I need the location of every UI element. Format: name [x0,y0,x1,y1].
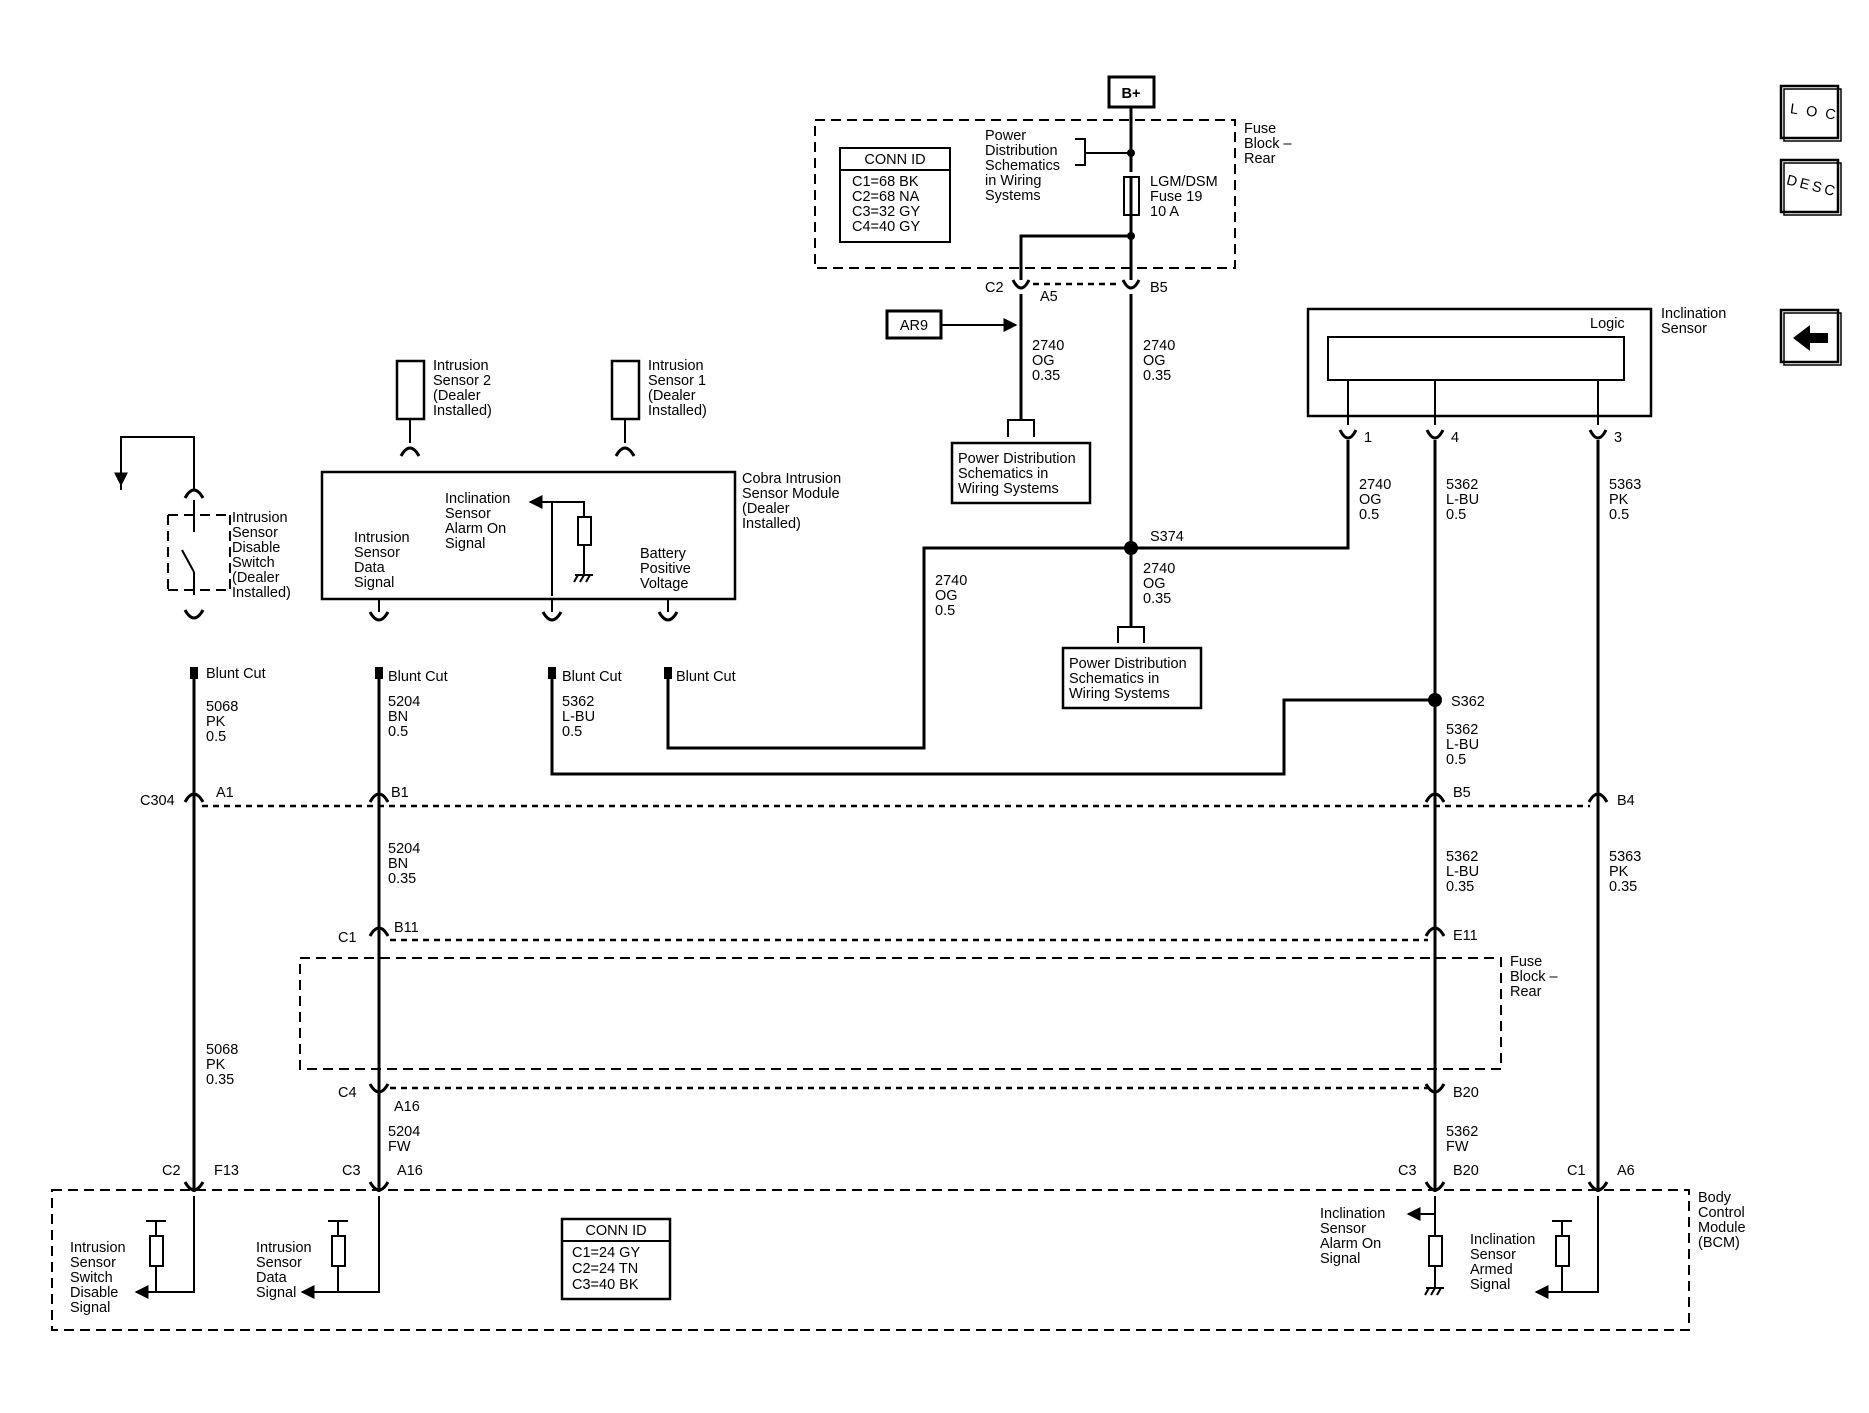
c4-pin-b20: B20 [1453,1085,1479,1101]
conn-id-top-c2: C2=68 NA [852,189,920,205]
bcm-a6-label: A6 [1617,1163,1635,1179]
logic-label: Logic [1590,316,1625,332]
bcm-c1-label: C1 [1567,1163,1586,1179]
loc-button[interactable]: LOC [1779,84,1845,142]
b5-top-label: B5 [1150,280,1168,296]
bcm-box [51,1189,1690,1331]
incl-pin-1: 1 [1364,430,1372,446]
loc-label: LOC [1789,101,1845,124]
conn-id-bcm-c2: C2=24 TN [572,1261,638,1277]
c4-pin-a16: A16 [394,1099,420,1115]
c1-pin-b11: B11 [394,920,419,936]
c304-pin-b1: B1 [391,785,409,801]
s374-label: S374 [1150,529,1184,545]
c1-pin-e11: E11 [1453,928,1478,944]
conn-id-top-c3: C3=32 GY [852,204,920,220]
conn-id-top-title: CONN ID [864,152,925,168]
bcm-c3-a-label: C3 [342,1163,361,1179]
b-plus-label: B+ [1122,86,1141,102]
incl-pin-4: 4 [1451,430,1459,446]
incl-pin-3: 3 [1614,430,1622,446]
bcm-c3-b-label: C3 [1398,1163,1417,1179]
ar9-ref[interactable]: AR9 [900,318,928,334]
conn-id-bcm-c1: C1=24 GY [572,1245,640,1261]
bcm-f13-label: F13 [214,1163,239,1179]
a5-top-label: A5 [1040,289,1058,305]
c304-pin-b4: B4 [1617,793,1635,809]
conn-id-bcm-title: CONN ID [585,1223,646,1239]
c2-top-label: C2 [985,280,1004,296]
s362-label: S362 [1451,694,1485,710]
desc-button[interactable]: DESC [1779,158,1842,216]
conn-id-top-c4: C4=40 GY [852,219,920,235]
blunt-cut-1: Blunt Cut [206,666,266,682]
bcm-b20-label: B20 [1453,1163,1479,1179]
c304-pin-a1: A1 [216,785,234,801]
c4-label: C4 [338,1085,357,1101]
c1-label: C1 [338,930,357,946]
bcm-c2-label: C2 [162,1163,181,1179]
back-button[interactable] [1779,308,1842,366]
bcm-a16-label: A16 [397,1163,423,1179]
c304-label: C304 [140,793,175,809]
blunt-cut-3: Blunt Cut [562,669,622,685]
blunt-cut-4: Blunt Cut [676,669,736,685]
conn-id-bcm-c3: C3=40 BK [572,1277,639,1293]
c304-pin-b5: B5 [1453,785,1471,801]
fuse-block-rear-top [814,119,1236,269]
back-arrow-icon [1793,325,1828,351]
fuse-block-rear-mid [299,957,1502,1070]
blunt-cut-2: Blunt Cut [388,669,448,685]
conn-id-top-c1: C1=68 BK [852,174,919,190]
